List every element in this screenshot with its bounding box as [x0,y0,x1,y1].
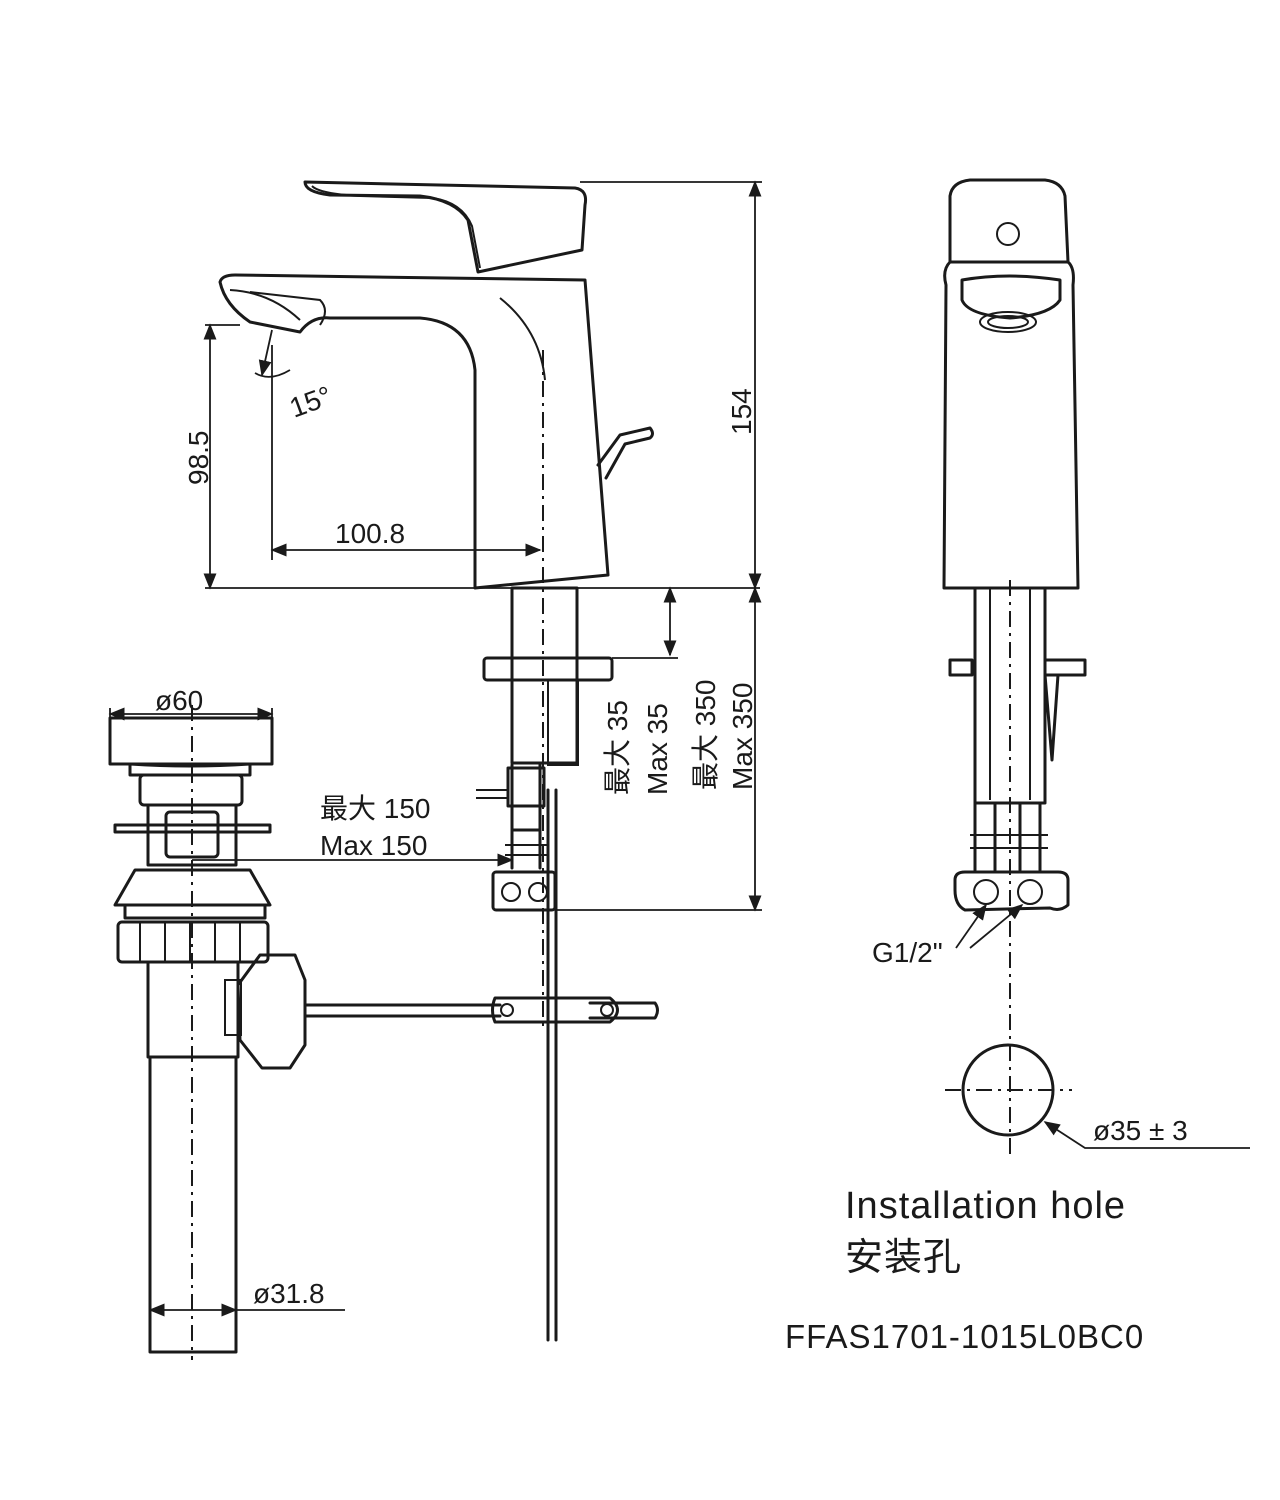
dim-max35-cn: 最大 35 [602,700,633,795]
dim-max350-en: Max 350 [727,683,758,790]
dim-spout-height: 98.5 [183,431,214,486]
drain-assembly [108,705,659,1360]
dim-max35-en: Max 35 [642,703,673,795]
dim-total-height: 154 [726,388,757,435]
dim-pipe-diameter: ø31.8 [253,1278,325,1309]
dim-drain-diameter: ø60 [155,685,203,716]
install-hole-label-en: Installation hole [845,1185,1126,1227]
dim-angle: 15° [285,380,335,424]
front-dimension-lines [955,903,1250,1149]
dim-max150-en: Max 150 [320,830,427,861]
model-number: FFAS1701-1015L0BC0 [785,1318,1144,1355]
dim-max150-cn: 最大 150 [320,793,431,824]
dim-hole-diameter: ø35 ± 3 [1093,1115,1188,1146]
faucet-front-view [942,178,1087,1160]
dim-max350-cn: 最大 350 [690,680,721,791]
dim-thread: G1/2" [872,937,943,968]
faucet-side-view [218,180,654,1342]
dimension-lines [108,180,762,1317]
dim-spout-reach: 100.8 [335,518,405,549]
install-hole-label-cn: 安装孔 [845,1237,962,1279]
